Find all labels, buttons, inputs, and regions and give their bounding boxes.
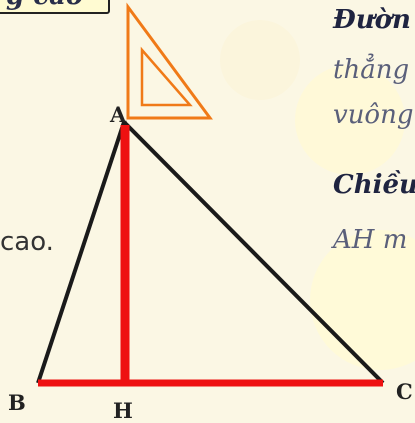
definition-heading: Đườn bbox=[333, 5, 411, 35]
title-banner: g cao bbox=[0, 0, 110, 14]
label-c: C bbox=[396, 379, 413, 404]
left-text-fragment: cao. bbox=[0, 227, 54, 257]
banner-text: g cao bbox=[6, 0, 83, 11]
length-heading: Chiều bbox=[333, 170, 415, 200]
label-a: A bbox=[110, 102, 127, 127]
length-text: AH m bbox=[333, 225, 408, 255]
set-square-icon bbox=[126, 2, 213, 120]
side-ac bbox=[122, 120, 385, 385]
label-b: B bbox=[8, 390, 26, 415]
definition-text-line-2: vuông bbox=[333, 100, 414, 130]
definition-text-line-1: thẳng bbox=[333, 55, 410, 85]
side-ab bbox=[36, 121, 126, 384]
label-h: H bbox=[113, 398, 133, 423]
